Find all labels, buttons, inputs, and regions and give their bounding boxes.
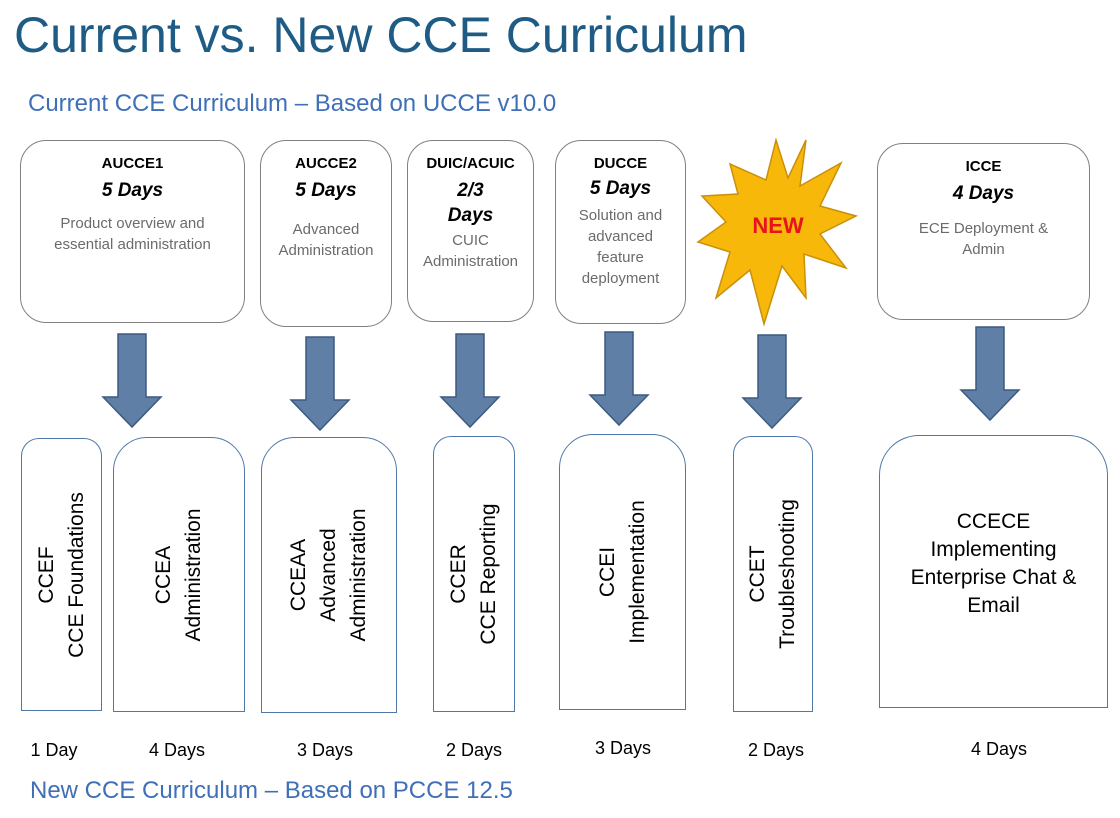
course-label: CCET Troubleshooting xyxy=(746,499,799,649)
duration-label: 4 Days xyxy=(148,740,206,760)
course-days: 4 Days xyxy=(952,183,1015,204)
course-label: CCEA Administration xyxy=(152,507,205,642)
new-course-cceaa: CCEAA Advanced Administration xyxy=(261,437,397,713)
new-course-ccef: CCEF CCE Foundations xyxy=(21,438,102,711)
duration-label: 2 Days xyxy=(747,740,805,760)
course-label: CCEF CCE Foundations xyxy=(34,491,88,658)
current-course-ducce: DUCCE 5 Days Solution and advanced featu… xyxy=(555,140,686,324)
course-label: CCEAA Advanced Administration xyxy=(287,508,370,642)
new-course-ccei: CCEI Implementation xyxy=(559,434,686,710)
course-label: CCER CCE Reporting xyxy=(447,503,500,645)
down-arrow-icon xyxy=(588,331,650,427)
course-label: CCEI Implementation xyxy=(595,500,649,644)
course-description: Solution and advanced feature deployment xyxy=(578,207,663,287)
course-days: 5 Days xyxy=(589,178,652,199)
course-code: DUIC/ACUIC xyxy=(426,155,515,172)
course-code: ICCE xyxy=(965,158,1002,175)
course-description: Advanced Administration xyxy=(278,221,374,259)
current-course-aucce2: AUCCE2 5 Days Advanced Administration xyxy=(260,140,392,327)
new-course-ccea: CCEA Administration xyxy=(113,437,245,712)
course-description: CUIC Administration xyxy=(422,232,519,270)
course-description: ECE Deployment & Admin xyxy=(918,220,1049,258)
down-arrow-icon xyxy=(439,333,501,429)
down-arrow-icon xyxy=(741,334,803,430)
course-description: Product overview and essential administr… xyxy=(54,215,211,253)
new-curriculum-label: New CCE Curriculum – Based on PCCE 12.5 xyxy=(30,777,513,804)
current-course-aucce1: AUCCE1 5 Days Product overview and essen… xyxy=(20,140,245,323)
duration-label: 4 Days xyxy=(970,739,1028,759)
page-title: Current vs. New CCE Curriculum xyxy=(14,7,748,63)
duration-label: 3 Days xyxy=(296,740,354,760)
down-arrow-icon xyxy=(959,326,1021,422)
new-course-ccet: CCET Troubleshooting xyxy=(733,436,813,712)
new-starburst-icon: NEW xyxy=(696,138,859,327)
duration-label: 3 Days xyxy=(594,738,652,758)
current-course-icce: ICCE 4 Days ECE Deployment & Admin xyxy=(877,143,1090,320)
down-arrow-icon xyxy=(289,336,351,432)
new-course-ccer: CCER CCE Reporting xyxy=(433,436,515,712)
new-badge-text: NEW xyxy=(752,213,804,238)
duration-label: 1 Day xyxy=(30,740,78,760)
course-code: DUCCE xyxy=(593,155,648,172)
course-code: AUCCE1 xyxy=(101,155,164,172)
course-label: CCECE Implementing Enterprise Chat & Ema… xyxy=(910,510,1077,617)
course-code: AUCCE2 xyxy=(295,155,357,172)
course-days: 2/3 Days xyxy=(447,180,494,226)
duration-label: 2 Days xyxy=(445,740,503,760)
current-course-duic-acuic: DUIC/ACUIC 2/3 Days CUIC Administration xyxy=(407,140,534,322)
starburst-shape xyxy=(696,138,859,327)
current-curriculum-label: Current CCE Curriculum – Based on UCCE v… xyxy=(28,90,557,117)
course-days: 5 Days xyxy=(101,180,164,201)
down-arrow-icon xyxy=(101,333,163,429)
course-days: 5 Days xyxy=(295,180,357,201)
new-course-ccece: CCECE Implementing Enterprise Chat & Ema… xyxy=(879,435,1108,708)
